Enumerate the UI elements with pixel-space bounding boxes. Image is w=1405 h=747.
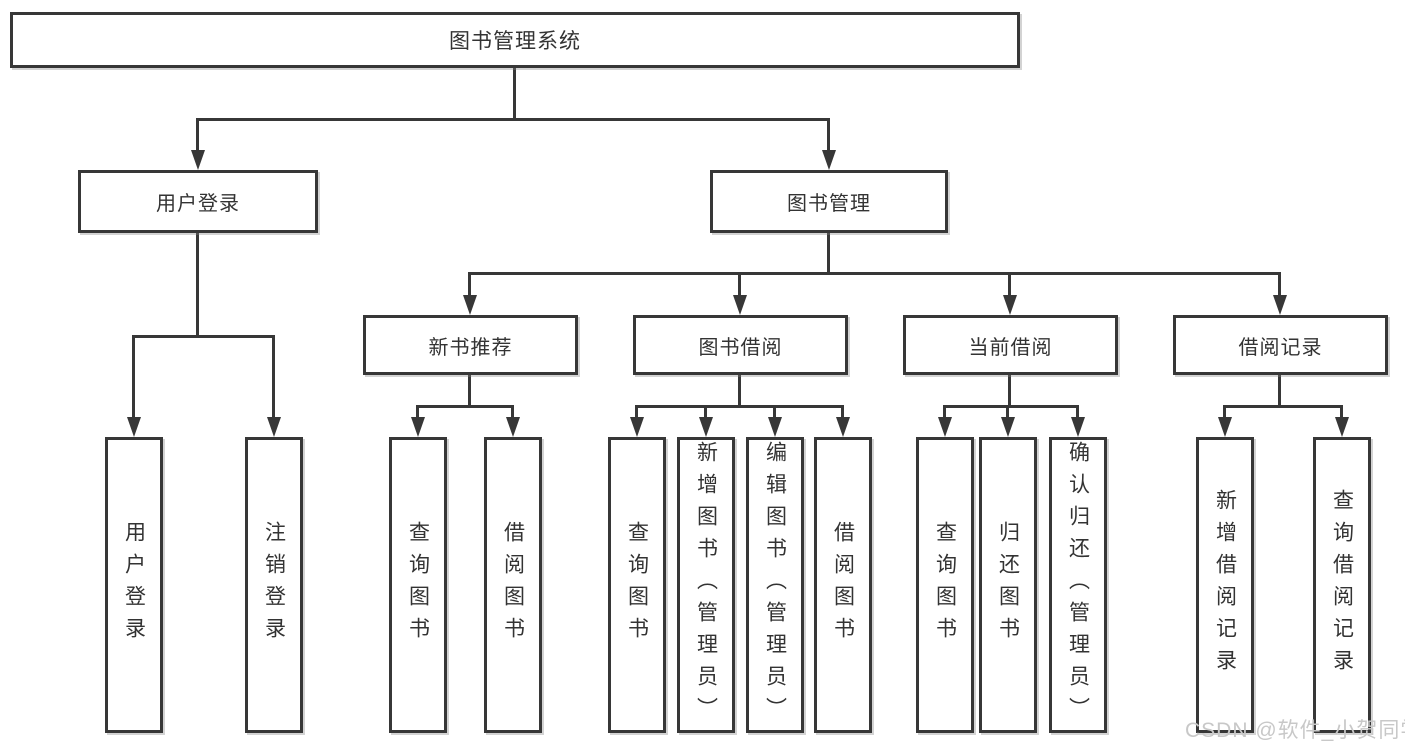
arrow-down-icon bbox=[1071, 417, 1085, 437]
leaf-user-login: 用户登录 bbox=[105, 437, 163, 733]
leaf-label: 新增借阅记录 bbox=[1213, 489, 1237, 681]
node-borrow-records-label: 借阅记录 bbox=[1238, 336, 1323, 359]
connector-line bbox=[704, 405, 707, 419]
connector-line bbox=[827, 233, 830, 272]
leaf-recommend-borrow-books: 借阅图书 bbox=[484, 437, 542, 733]
leaf-label: 编辑图书（管理员） bbox=[763, 441, 787, 729]
connector-line bbox=[513, 68, 516, 118]
leaf-label: 查询图书 bbox=[933, 521, 957, 649]
leaf-label: 查询图书 bbox=[625, 521, 649, 649]
connector-line bbox=[1076, 405, 1079, 419]
leaf-current-return-books: 归还图书 bbox=[979, 437, 1037, 733]
connector-line bbox=[738, 272, 741, 297]
leaf-current-confirm-return-admin: 确认归还（管理员） bbox=[1049, 437, 1107, 733]
arrow-down-icon bbox=[506, 417, 520, 437]
connector-line bbox=[1278, 272, 1281, 297]
arrow-down-icon bbox=[127, 417, 141, 437]
node-current-borrow-label: 当前借阅 bbox=[968, 336, 1053, 359]
connector-line bbox=[196, 118, 830, 121]
connector-line bbox=[1278, 375, 1281, 405]
leaf-borrow-borrow-books: 借阅图书 bbox=[814, 437, 872, 733]
connector-line bbox=[841, 405, 844, 419]
arrow-down-icon bbox=[822, 150, 836, 170]
arrow-down-icon bbox=[768, 417, 782, 437]
arrow-down-icon bbox=[1218, 417, 1232, 437]
leaf-label: 新增图书（管理员） bbox=[694, 441, 718, 729]
connector-line bbox=[196, 233, 199, 335]
arrow-down-icon bbox=[463, 295, 477, 315]
node-book-borrow: 图书借阅 bbox=[633, 315, 848, 375]
leaf-records-query-record: 查询借阅记录 bbox=[1313, 437, 1371, 733]
arrow-down-icon bbox=[267, 417, 281, 437]
connector-line bbox=[468, 272, 471, 297]
leaf-label: 归还图书 bbox=[996, 521, 1020, 649]
node-book-manage-label: 图书管理 bbox=[787, 193, 871, 215]
node-user-login: 用户登录 bbox=[78, 170, 318, 233]
leaf-logout: 注销登录 bbox=[245, 437, 303, 733]
node-borrow-records: 借阅记录 bbox=[1173, 315, 1388, 375]
node-book-manage: 图书管理 bbox=[710, 170, 948, 233]
arrow-down-icon bbox=[191, 150, 205, 170]
leaf-label: 查询图书 bbox=[406, 521, 430, 649]
connector-line bbox=[1223, 405, 1343, 408]
leaf-label: 注销登录 bbox=[262, 521, 286, 649]
leaf-recommend-query-books: 查询图书 bbox=[389, 437, 447, 733]
csdn-watermark: CSDN @软件_小贺同学 bbox=[1185, 719, 1405, 742]
arrow-down-icon bbox=[1335, 417, 1349, 437]
arrow-down-icon bbox=[733, 295, 747, 315]
connector-line bbox=[1340, 405, 1343, 419]
connector-line bbox=[635, 405, 638, 419]
node-user-login-label: 用户登录 bbox=[156, 193, 240, 215]
node-new-book-recommend: 新书推荐 bbox=[363, 315, 578, 375]
connector-line bbox=[738, 375, 741, 405]
node-current-borrow: 当前借阅 bbox=[903, 315, 1118, 375]
leaf-label: 借阅图书 bbox=[831, 521, 855, 649]
node-root-label: 图书管理系统 bbox=[449, 30, 581, 53]
connector-line bbox=[827, 118, 830, 152]
connector-line bbox=[773, 405, 776, 419]
connector-line bbox=[1223, 405, 1226, 419]
node-book-borrow-label: 图书借阅 bbox=[698, 336, 783, 359]
leaf-borrow-add-books-admin: 新增图书（管理员） bbox=[677, 437, 735, 733]
connector-line bbox=[1006, 405, 1009, 419]
connector-line bbox=[468, 272, 1281, 275]
leaf-label: 确认归还（管理员） bbox=[1066, 441, 1090, 729]
connector-line bbox=[416, 405, 514, 408]
arrow-down-icon bbox=[1001, 417, 1015, 437]
leaf-records-add-record: 新增借阅记录 bbox=[1196, 437, 1254, 733]
leaf-borrow-query-books: 查询图书 bbox=[608, 437, 666, 733]
connector-line bbox=[196, 118, 199, 152]
arrow-down-icon bbox=[836, 417, 850, 437]
arrow-down-icon bbox=[630, 417, 644, 437]
arrow-down-icon bbox=[938, 417, 952, 437]
node-root: 图书管理系统 bbox=[10, 12, 1020, 68]
connector-line bbox=[468, 375, 471, 405]
leaf-label: 用户登录 bbox=[122, 521, 146, 649]
connector-line bbox=[943, 405, 1079, 408]
connector-line bbox=[1008, 375, 1011, 405]
connector-line bbox=[416, 405, 419, 419]
arrow-down-icon bbox=[699, 417, 713, 437]
connector-line bbox=[132, 335, 135, 419]
connector-line bbox=[1008, 272, 1011, 297]
leaf-borrow-edit-books-admin: 编辑图书（管理员） bbox=[746, 437, 804, 733]
connector-line bbox=[943, 405, 946, 419]
arrow-down-icon bbox=[1273, 295, 1287, 315]
arrow-down-icon bbox=[411, 417, 425, 437]
leaf-label: 查询借阅记录 bbox=[1330, 489, 1354, 681]
node-new-book-recommend-label: 新书推荐 bbox=[428, 336, 513, 359]
leaf-current-query-books: 查询图书 bbox=[916, 437, 974, 733]
connector-line bbox=[511, 405, 514, 419]
connector-line bbox=[635, 405, 844, 408]
arrow-down-icon bbox=[1003, 295, 1017, 315]
leaf-label: 借阅图书 bbox=[501, 521, 525, 649]
connector-line bbox=[132, 335, 275, 338]
connector-line bbox=[272, 335, 275, 419]
